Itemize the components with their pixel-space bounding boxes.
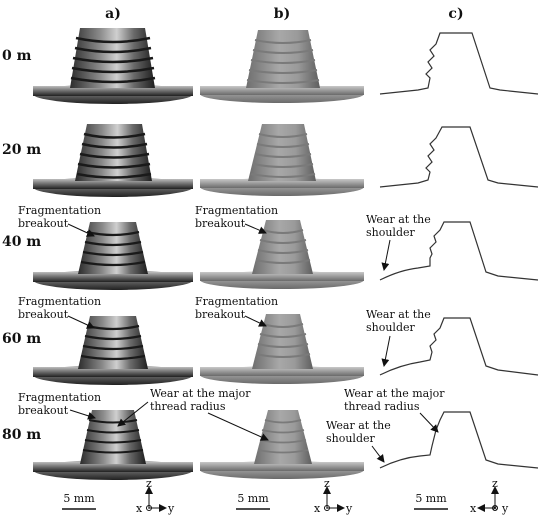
svg-text:y: y [501, 502, 509, 515]
svg-text:breakout: breakout [18, 404, 69, 417]
simulation-20m [200, 124, 364, 196]
row-label-60m: 60 m [2, 331, 41, 347]
photo-0m [33, 28, 193, 104]
svg-text:shoulder: shoulder [366, 321, 416, 334]
svg-text:5 mm: 5 mm [237, 492, 269, 505]
svg-text:Wear at the: Wear at the [326, 419, 391, 432]
svg-text:breakout: breakout [195, 308, 246, 321]
annotation-fragmentation-a-60m: Fragmentation breakout [18, 295, 101, 329]
svg-text:x: x [136, 502, 143, 515]
svg-text:Fragmentation: Fragmentation [195, 295, 278, 308]
row-label-40m: 40 m [2, 234, 41, 250]
profile-60m [379, 317, 539, 376]
simulation-80m [200, 410, 364, 479]
annotation-fragmentation-a-40m: Fragmentation breakout [18, 204, 101, 237]
svg-text:breakout: breakout [18, 308, 69, 321]
axis-triad-c: z x y [470, 477, 509, 515]
row-label-20m: 20 m [2, 142, 41, 158]
svg-text:Fragmentation: Fragmentation [18, 204, 101, 217]
photo-40m [33, 222, 193, 290]
svg-text:5 mm: 5 mm [63, 492, 95, 505]
photo-60m [33, 316, 193, 385]
svg-text:breakout: breakout [195, 217, 246, 230]
annotation-wear-shoulder-60m: Wear at the shoulder [366, 308, 431, 367]
annotation-fragmentation-a-80m: Fragmentation breakout [18, 391, 101, 420]
svg-text:x: x [470, 502, 477, 515]
annotation-fragmentation-b-60m: Fragmentation breakout [195, 295, 278, 327]
scale-bar-a: 5 mm [62, 492, 96, 510]
annotation-wear-shoulder-80m: Wear at the shoulder [326, 419, 391, 463]
profile-0m [379, 32, 539, 95]
axis-triad-a: z x y [136, 477, 175, 515]
svg-text:thread radius: thread radius [344, 400, 420, 413]
column-header-a: a) [105, 6, 121, 22]
simulation-0m [200, 30, 364, 103]
svg-text:z: z [146, 477, 152, 490]
svg-text:Wear at the major: Wear at the major [150, 387, 251, 400]
svg-text:Wear at the: Wear at the [366, 308, 431, 321]
axis-triad-b: z x y [314, 477, 353, 515]
svg-text:shoulder: shoulder [366, 226, 416, 239]
profile-80m [379, 411, 539, 469]
row-label-0m: 0 m [2, 48, 32, 64]
svg-text:z: z [324, 477, 330, 490]
annotation-wear-major-ab-80m: Wear at the major thread radius [117, 387, 269, 441]
annotation-wear-shoulder-40m: Wear at the shoulder [366, 213, 431, 271]
svg-text:shoulder: shoulder [326, 432, 376, 445]
svg-text:thread radius: thread radius [150, 400, 226, 413]
svg-text:5 mm: 5 mm [415, 492, 447, 505]
profile-20m [379, 126, 539, 188]
simulation-60m [200, 314, 364, 384]
svg-text:Fragmentation: Fragmentation [18, 295, 101, 308]
svg-text:x: x [314, 502, 321, 515]
simulation-40m [200, 220, 364, 289]
svg-text:Fragmentation: Fragmentation [195, 204, 278, 217]
photo-20m [33, 124, 193, 197]
profile-40m [379, 221, 539, 281]
svg-text:Fragmentation: Fragmentation [18, 391, 101, 404]
scale-bar-c: 5 mm [414, 492, 448, 510]
scale-bar-b: 5 mm [236, 492, 270, 510]
annotation-fragmentation-b-40m: Fragmentation breakout [195, 204, 278, 234]
svg-text:z: z [492, 477, 498, 490]
annotation-wear-major-c-80m: Wear at the major thread radius [344, 387, 445, 433]
svg-text:Wear at the: Wear at the [366, 213, 431, 226]
photo-80m [33, 410, 193, 480]
column-header-b: b) [274, 6, 290, 22]
svg-text:Wear at the major: Wear at the major [344, 387, 445, 400]
column-header-c: c) [448, 6, 463, 22]
svg-text:y: y [345, 502, 353, 515]
row-label-80m: 80 m [2, 427, 41, 443]
svg-text:y: y [167, 502, 175, 515]
svg-text:breakout: breakout [18, 217, 69, 230]
